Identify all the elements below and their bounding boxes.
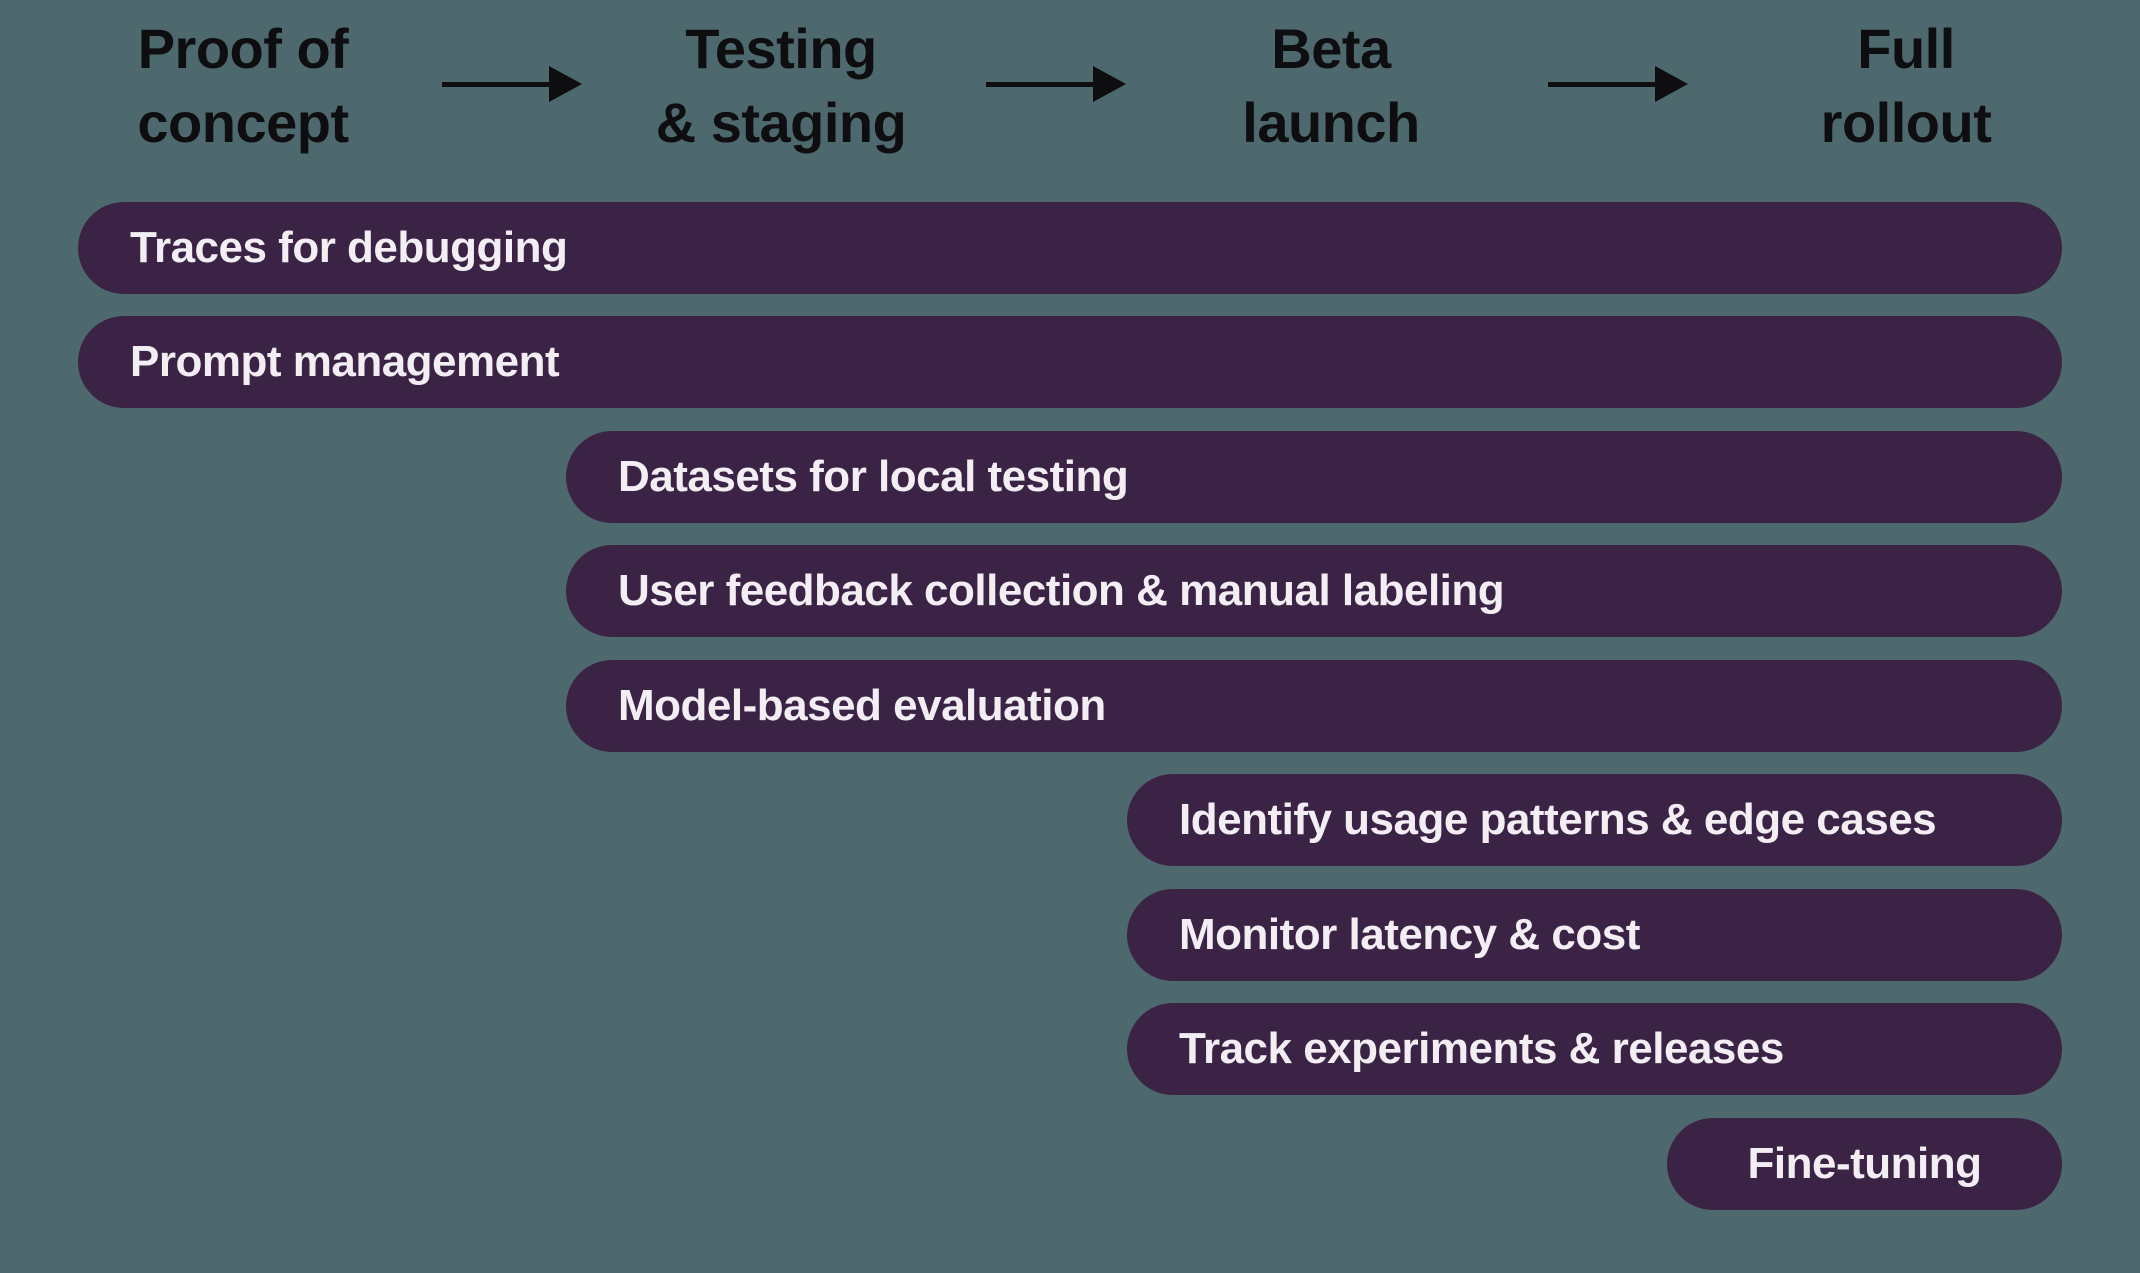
gantt-bar-prompt-management: Prompt management (78, 316, 2062, 408)
right-arrow-icon (442, 66, 582, 102)
bar-label: Track experiments & releases (1179, 1024, 1784, 1073)
right-arrow-icon (986, 66, 1126, 102)
right-arrow-icon (1548, 66, 1688, 102)
arrow-head (1655, 66, 1688, 102)
stage-label-line: launch (1242, 91, 1420, 154)
gantt-bar-identify-usage-patterns: Identify usage patterns & edge cases (1127, 774, 2062, 866)
bar-label: Fine-tuning (1747, 1139, 1983, 1188)
gantt-bar-fine-tuning: Fine-tuning (1667, 1118, 2062, 1210)
bar-label: User feedback collection & manual labeli… (618, 566, 1505, 615)
arrow-shaft (986, 81, 1094, 87)
bar-label: Datasets for local testing (618, 452, 1129, 501)
stage-label-line: Beta (1271, 17, 1391, 80)
gantt-bar-traces-for-debugging: Traces for debugging (78, 202, 2062, 294)
gantt-bar-track-experiments-releases: Track experiments & releases (1127, 1003, 2062, 1095)
bar-label: Monitor latency & cost (1179, 910, 1640, 959)
gantt-bar-monitor-latency-cost: Monitor latency & cost (1127, 889, 2062, 981)
arrow-head (1093, 66, 1126, 102)
stage-label-line: rollout (1820, 91, 1992, 154)
stage-label-line: Testing (685, 17, 877, 80)
gantt-bar-datasets-for-local-testing: Datasets for local testing (566, 431, 2062, 523)
gantt-bar-user-feedback-collection: User feedback collection & manual labeli… (566, 545, 2062, 637)
gantt-bar-model-based-evaluation: Model-based evaluation (566, 660, 2062, 752)
bar-label: Model-based evaluation (618, 681, 1106, 730)
stage-header-testing-staging: Testing & staging (551, 12, 1011, 160)
stage-header-beta-launch: Beta launch (1101, 12, 1561, 160)
arrow-shaft (1548, 81, 1656, 87)
bar-label: Prompt management (130, 337, 560, 386)
stage-label-line: & staging (655, 91, 907, 154)
stage-label-line: concept (137, 91, 349, 154)
stage-header-proof-of-concept: Proof of concept (13, 12, 473, 160)
arrow-head (549, 66, 582, 102)
bar-label: Identify usage patterns & edge cases (1179, 795, 1937, 844)
bar-label: Traces for debugging (130, 223, 568, 272)
stage-header-full-rollout: Full rollout (1676, 12, 2136, 160)
arrow-shaft (442, 81, 550, 87)
stage-label-line: Proof of (137, 17, 349, 80)
stage-label-line: Full (1857, 17, 1955, 80)
